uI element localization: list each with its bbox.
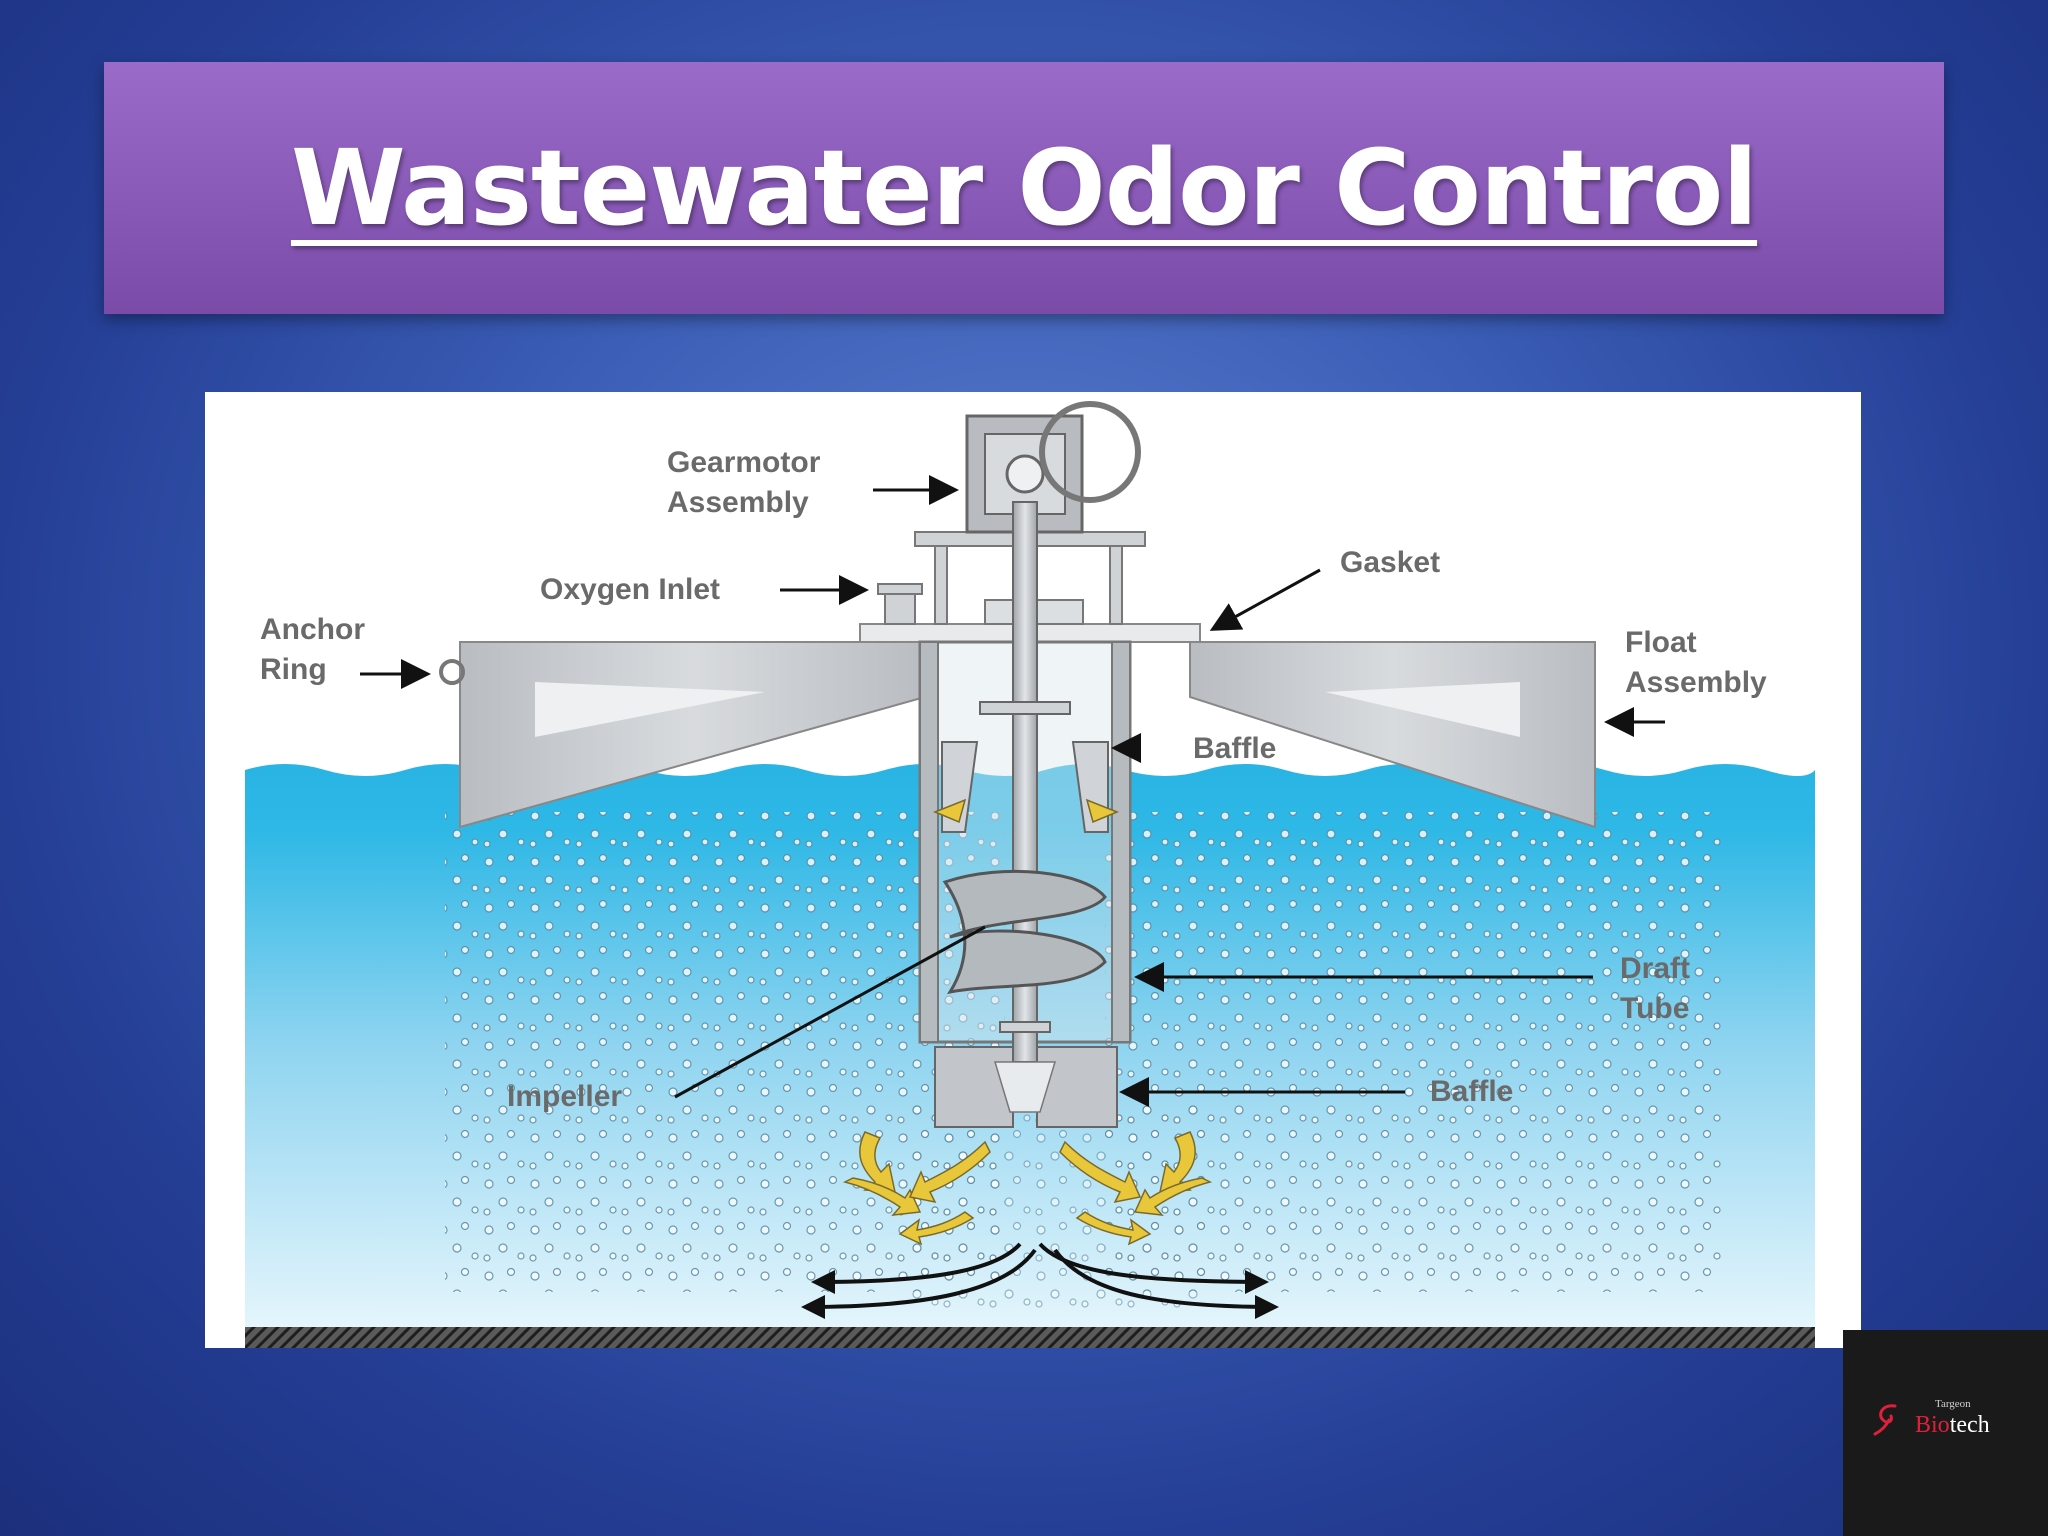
logo-tech-text: tech [1949,1412,1990,1438]
shaft-collar [979,701,1071,715]
flow-arrow [908,1140,991,1204]
label-gearmotor-2: Assembly [667,486,809,519]
floor-flow-arrow-right-1 [1038,1242,1269,1294]
flow-arrow [898,1211,975,1246]
label-baffle-top: Baffle [1193,732,1276,765]
tube-wall-right [1111,641,1131,1043]
impeller-blades [942,869,1107,995]
label-oxygen-inlet: Oxygen Inlet [540,573,720,606]
flow-arrow [842,1177,922,1216]
motor-post-left [934,545,948,625]
aerator-diagram-svg: Gearmotor Assembly Oxygen Inlet Gasket A… [245,401,1815,1348]
flow-arrow [1133,1177,1213,1216]
label-draft-1: Draft [1620,952,1690,985]
impeller-disc [999,1021,1051,1033]
flow-arrow [933,798,967,824]
tube-wall-left [919,641,939,1043]
flow-arrow [859,1131,896,1193]
label-draft-2: Tube [1620,992,1689,1025]
flow-arrow [1075,1211,1152,1246]
flow-arrow [1059,1140,1142,1204]
leader-gasket [1209,568,1321,631]
flow-arrows [842,798,1213,1246]
label-float-1: Float [1625,626,1697,659]
flow-arrow [1159,1131,1196,1193]
label-gasket: Gasket [1340,546,1440,579]
float-left-inner [535,682,765,737]
label-anchor-1: Anchor [260,613,365,646]
oxygen-inlet-cap [877,583,923,595]
title-banner: Wastewater Odor Control [104,62,1944,314]
bottom-baffle-right [1036,1046,1118,1128]
slide-title: Wastewater Odor Control [290,127,1758,249]
label-float-2: Assembly [1625,666,1767,699]
float-right-inner [1325,682,1520,737]
motor-shaft-cap [1005,454,1045,494]
leader-impeller [674,925,986,1099]
label-anchor-2: Ring [260,653,327,686]
aerator-diagram: Gearmotor Assembly Oxygen Inlet Gasket A… [205,392,1861,1348]
oxygen-inlet-pipe [884,591,916,625]
company-logo: Targeon Biotech [1843,1330,2048,1536]
bubble-field-right [1105,812,1725,1292]
logo-wordmark: Biotech [1915,1412,1990,1439]
motor-post-right [1109,545,1123,625]
anchor-ring-shape [439,659,465,685]
logo-small-text: Targeon [1935,1398,1971,1410]
motor-pulley [1039,401,1141,503]
tank-floor [245,1327,1815,1348]
bottom-baffle-notch [993,1061,1057,1113]
bottom-baffle-left [934,1046,1014,1128]
floor-flow-arrow-left-1 [811,1242,1022,1294]
label-gearmotor-1: Gearmotor [667,446,821,479]
flow-arrow [1085,798,1119,824]
label-impeller: Impeller [507,1080,622,1113]
label-baffle-bottom: Baffle [1430,1075,1513,1108]
logo-bio-text: Bio [1915,1412,1950,1438]
logo-swirl-icon [1873,1404,1897,1436]
floor-flow-arrow-right-2 [1053,1248,1279,1319]
floor-flow-arrow-left-2 [801,1248,1037,1319]
